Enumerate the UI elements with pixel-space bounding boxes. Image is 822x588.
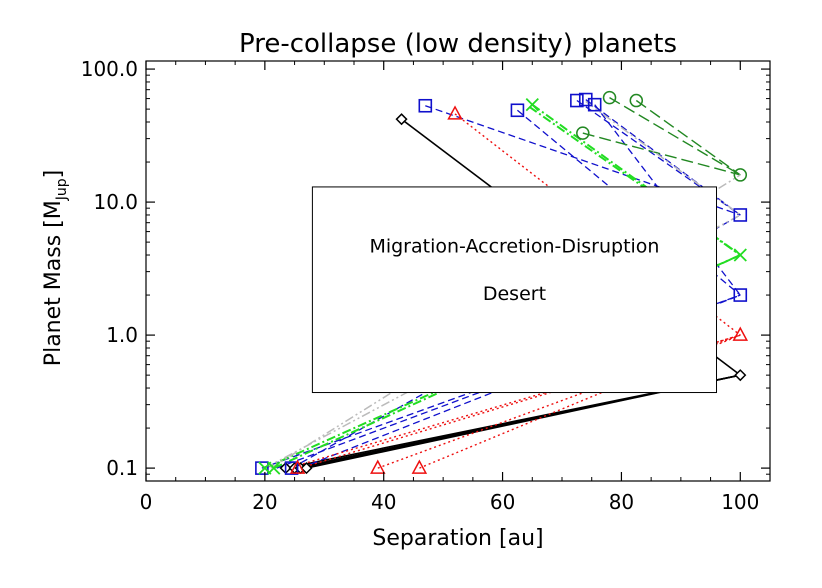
chart-title: Pre-collapse (low density) planets [239,29,677,59]
marker-triangle-16 [732,326,749,341]
series-line-green-25 [582,132,741,176]
marker-square-10 [587,97,602,112]
y-tick-label-2: 10.0 [93,190,138,214]
y-tick-label-1: 1.0 [106,323,138,347]
annotation-box [311,186,718,394]
marker-diamond-5 [300,462,313,475]
marker-triangle-17 [370,459,386,474]
marker-circle-26 [576,126,590,140]
marker-circle-24 [602,90,617,105]
y-axis-label-main: Planet Mass [M [41,200,66,366]
marker-diamond-0 [395,113,408,126]
y-axis-label: Planet Mass [MJup] [41,170,70,366]
series-line-green-23 [609,96,741,176]
marker-triangle-15 [447,105,463,120]
x-tick-label-2: 40 [371,490,396,514]
annotation-line-1: Migration-Accretion-Disruption [369,236,659,258]
x-tick-label-5: 100 [721,490,759,514]
series-line-red-17 [300,334,741,469]
y-axis-label-sub: Jup [54,178,70,201]
marker-square-11 [733,208,748,222]
marker-cross-20 [525,98,539,112]
marker-cross-23 [267,461,281,475]
marker-square-14 [284,461,299,475]
marker-cross-21 [733,248,747,262]
y-axis-label-end: ] [41,170,66,179]
marker-square-9 [578,92,593,107]
marker-square-6 [418,98,433,113]
marker-triangle-19 [289,459,306,474]
desert-annotation: Migration-Accretion-Disruption Desert [311,186,718,394]
x-tick-label-0: 0 [140,490,153,514]
marker-square-12 [733,288,748,302]
marker-triangle-18 [411,459,428,474]
marker-circle-27 [733,168,748,182]
series-line-lime-20 [528,105,741,256]
plot-frame [145,60,771,482]
marker-circle-25 [629,93,644,108]
x-tick-label-3: 60 [490,490,515,514]
annotation-line-2: Desert [483,283,546,305]
y-tick-label-0: 0.1 [106,456,138,480]
series-line-lime-19 [531,103,741,256]
x-tick-label-1: 20 [252,490,277,514]
axes: 0 20 40 60 80 100 0.1 1.0 10.0 100.0 [81,57,770,514]
x-axis-label: Separation [au] [372,526,543,551]
marker-square-7 [510,103,525,118]
marker-square-13 [255,461,269,475]
svg-text:Planet Mass [MJup]: Planet Mass [MJup] [41,170,70,366]
marker-layer [255,90,749,475]
y-tick-label-3: 100.0 [81,57,138,81]
series-line-green-24 [635,99,741,176]
series-line-red-18 [288,334,741,469]
x-tick-label-4: 80 [609,490,634,514]
marker-diamond-1 [734,369,747,382]
marker-square-8 [570,93,584,108]
